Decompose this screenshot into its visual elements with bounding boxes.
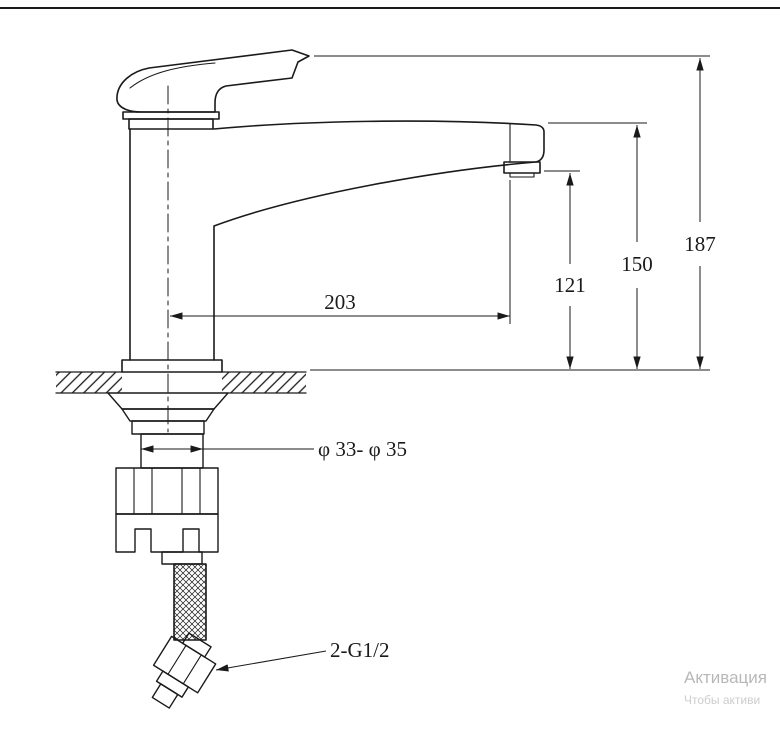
countertop-section	[55, 371, 307, 394]
collar-upper	[122, 111, 220, 120]
dimension-labels: 203 121 150 187 φ 33- φ 35 2-G1/2	[318, 232, 716, 662]
fitting-tip	[151, 683, 179, 709]
aerator-insert	[509, 172, 535, 178]
countertop-left-hatch	[56, 372, 122, 393]
dimension-lines	[141, 55, 710, 672]
threaded-shank	[140, 433, 204, 469]
leader-thread	[215, 650, 327, 672]
handle-crease	[129, 62, 216, 89]
locknut-ribs	[133, 467, 201, 515]
handle-lever	[116, 49, 310, 113]
braided-hose	[173, 563, 207, 641]
collar-lower	[128, 118, 214, 130]
faucet-drawing	[55, 49, 545, 709]
dim-mount-hole-label: φ 33- φ 35	[318, 437, 407, 461]
dim-thread-label: 2-G1/2	[330, 638, 390, 662]
castellated-nut	[115, 513, 219, 553]
countertop-surface-lines	[55, 371, 307, 394]
dim-spout-height-label: 150	[621, 252, 653, 276]
base-flange	[121, 359, 223, 373]
fitting-hex-facets	[167, 644, 202, 685]
hose-end-fitting	[151, 632, 217, 709]
mounting-washer	[121, 408, 215, 422]
locknut	[115, 467, 219, 515]
dimension-thread	[215, 650, 327, 672]
hose-adapter	[161, 551, 203, 565]
dim-outlet-height-label: 121	[554, 273, 586, 297]
dim-reach-label: 203	[324, 290, 356, 314]
countertop-right-hatch	[222, 372, 306, 393]
spout-body-outline	[213, 120, 545, 361]
dim-total-height-label: 187	[684, 232, 716, 256]
extension-lines	[310, 55, 710, 371]
